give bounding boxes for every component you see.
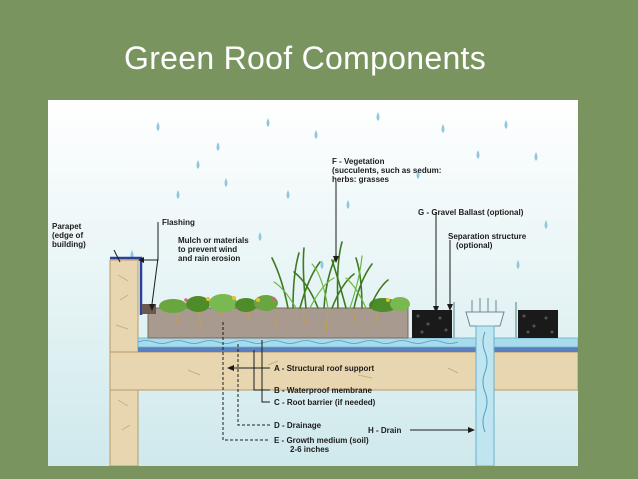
label-mulch-line3: and rain erosion: [178, 254, 241, 263]
leader-arrows: [138, 256, 475, 433]
slide-title: Green Roof Components: [124, 40, 487, 76]
drainage-layer: [137, 337, 578, 348]
label-separation-structure: Separation structure (optional): [448, 232, 526, 250]
raindrops: [130, 112, 548, 269]
label-gravel-ballast: G - Gravel Ballast (optional): [418, 208, 524, 217]
label-root-barrier: C - Root barrier (if needed): [274, 398, 376, 407]
label-growth-line1: E - Growth medium (soil): [274, 436, 369, 445]
green-roof-diagram: Parapet (edge of building) Flashing Mulc…: [48, 100, 578, 466]
structural-roof-support: [109, 351, 578, 391]
gravel-ballast: [412, 310, 558, 338]
label-waterproof-membrane: B - Waterproof membrane: [274, 386, 372, 395]
grass-blades-light: [273, 255, 367, 309]
label-flashing: Flashing: [162, 218, 195, 227]
label-parapet-line1: Parapet: [52, 222, 82, 231]
parapet-wall: [109, 259, 139, 353]
label-mulch-line2: to prevent wind: [178, 245, 238, 254]
waterproof-membrane: [138, 347, 578, 352]
label-vegetation-line2: (succulents, such as sedum:: [332, 166, 442, 175]
label-growth-medium: E - Growth medium (soil) 2-6 inches: [274, 436, 369, 454]
label-drainage: D - Drainage: [274, 421, 322, 430]
label-structural-support: A - Structural roof support: [274, 364, 375, 373]
vegetation-plants: [159, 294, 410, 313]
growth-medium: [147, 307, 409, 339]
label-mulch: Mulch or materials to prevent wind and r…: [178, 236, 249, 263]
separation-structure: [453, 302, 517, 338]
leader-lines: [113, 182, 472, 441]
flowers-pink: [184, 297, 276, 302]
flowers: [206, 296, 390, 302]
flashing: [110, 256, 143, 315]
label-drain: H - Drain: [368, 426, 402, 435]
label-mulch-line1: Mulch or materials: [178, 236, 249, 245]
label-separation-line1: Separation structure: [448, 232, 527, 241]
roots: [175, 309, 379, 333]
label-vegetation-line1: F - Vegetation: [332, 157, 385, 166]
diagram-illustration: [48, 100, 578, 466]
parapet-base: [109, 352, 139, 466]
label-parapet-line2: (edge of: [52, 231, 84, 240]
wall-texture: [115, 274, 459, 431]
label-growth-line2: 2-6 inches: [290, 445, 330, 454]
label-vegetation: F - Vegetation (succulents, such as sedu…: [332, 157, 441, 184]
drain: [465, 298, 505, 466]
label-parapet-line3: building): [52, 240, 86, 249]
label-separation-line2: (optional): [456, 241, 493, 250]
label-vegetation-line3: herbs: grasses: [332, 175, 389, 184]
label-parapet: Parapet (edge of building): [52, 222, 86, 249]
grass-blades: [271, 241, 389, 309]
mulch-edge: [142, 304, 156, 314]
